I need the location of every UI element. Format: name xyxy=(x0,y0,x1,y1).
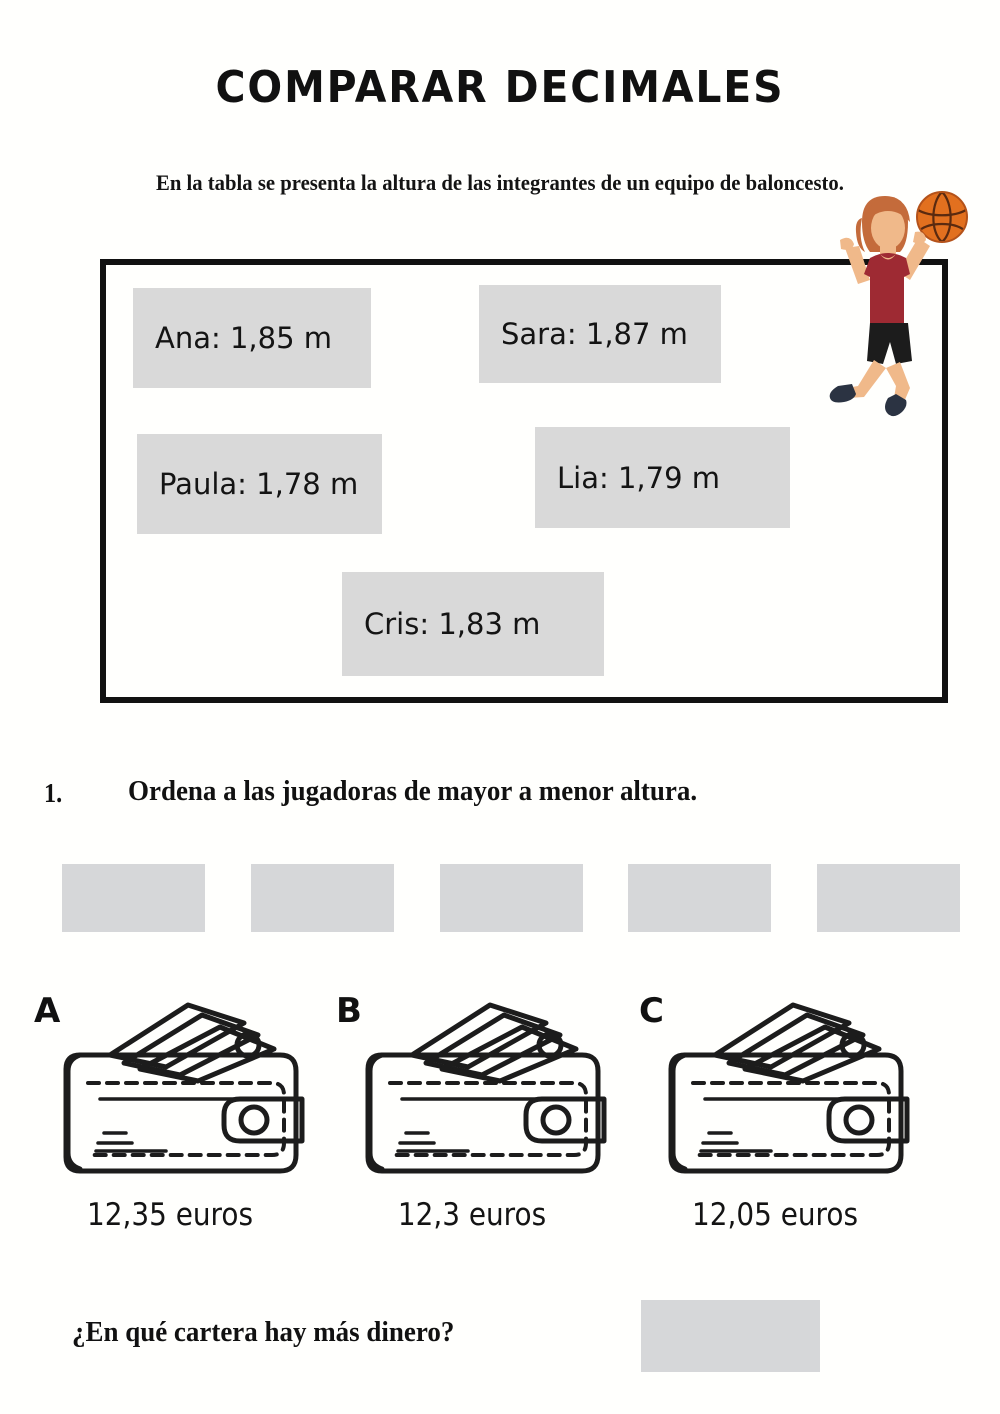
basketball-player-icon xyxy=(829,191,968,417)
intro-paragraph: En la tabla se presenta la altura de las… xyxy=(156,170,844,195)
player-chip-cris: Cris: 1,83 m xyxy=(342,572,613,685)
question-2-answer-box[interactable] xyxy=(641,1300,820,1372)
team-table-frame xyxy=(100,259,948,703)
answer-box-5[interactable] xyxy=(817,864,960,932)
wallet-row: A xyxy=(0,985,1000,1260)
player-chip-paula: Paula: 1,78 m xyxy=(137,434,391,543)
answer-box-1[interactable] xyxy=(62,864,205,932)
answer-box-4[interactable] xyxy=(628,864,772,932)
wallet-amount-a: 12,35 euros xyxy=(86,1197,254,1233)
wallet-icon xyxy=(668,1002,910,1174)
wallet-letter-c: C xyxy=(639,991,664,1031)
player-chip-ana: Ana: 1,85 m xyxy=(133,288,380,397)
answer-box-2[interactable] xyxy=(250,864,394,932)
player-chip-lia: Lia: 1,79 m xyxy=(535,427,799,537)
wallet-option-c: C xyxy=(625,985,935,1260)
player-chip-sara: Sara: 1,87 m xyxy=(479,285,730,392)
wallet-amount-b: 12,3 euros xyxy=(397,1197,547,1233)
wallet-amount-c: 12,05 euros xyxy=(691,1197,859,1233)
question-2-text: ¿En qué cartera hay más dinero? xyxy=(72,1316,455,1348)
wallet-icon xyxy=(63,1002,305,1174)
wallet-option-a: A xyxy=(20,985,330,1260)
question-1-answer-row xyxy=(62,864,960,932)
wallet-letter-b: B xyxy=(336,991,362,1031)
answer-box-3[interactable] xyxy=(439,864,583,932)
question-1-number: 1. xyxy=(44,778,63,808)
page-title: COMPARAR DECIMALES xyxy=(215,62,785,113)
wallet-letter-a: A xyxy=(34,991,61,1031)
wallet-option-b: B xyxy=(322,985,632,1260)
wallet-icon xyxy=(365,1002,607,1174)
question-1-text: Ordena a las jugadoras de mayor a menor … xyxy=(128,775,698,807)
